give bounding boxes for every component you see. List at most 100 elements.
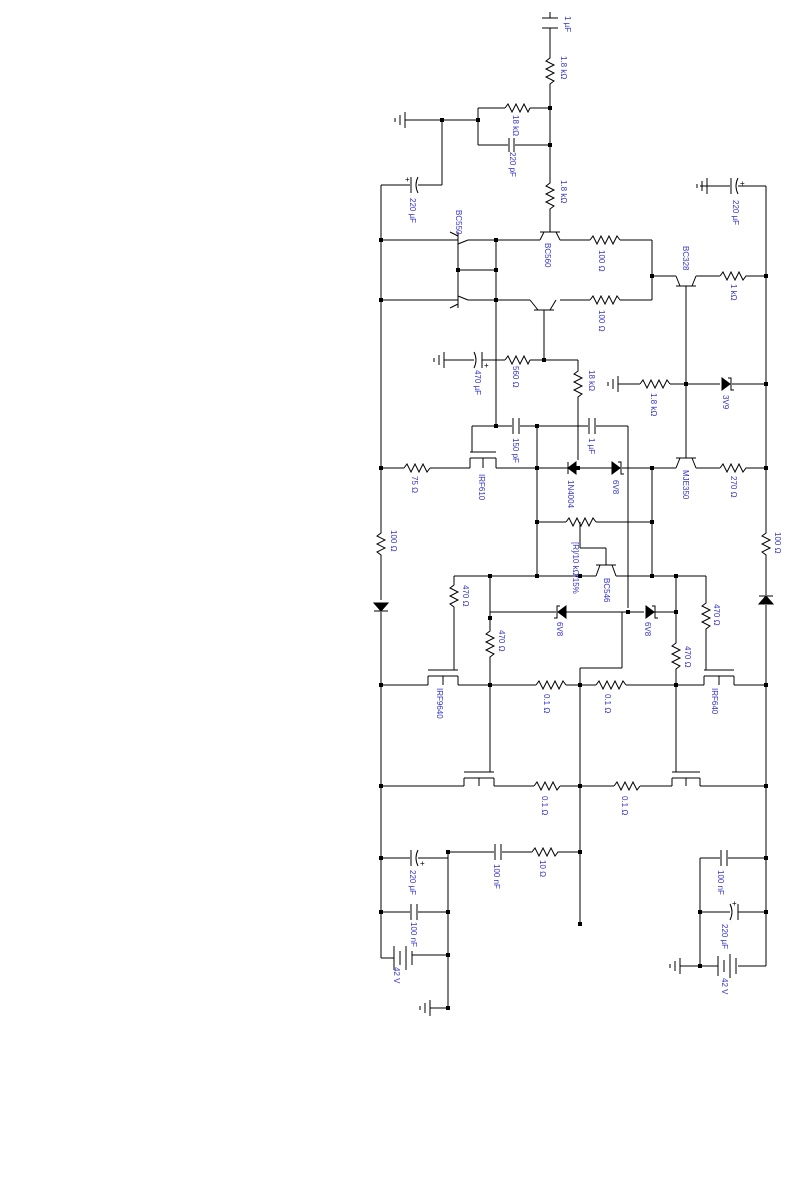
capacitor-c-100n-c [720,850,728,866]
label-c-in: 1 µF [563,16,572,32]
capacitor-c-150p [512,418,520,434]
svg-text:+: + [420,859,425,868]
resistor-470a [448,582,460,608]
label-r-in1: 1.8 kΩ [559,56,568,79]
zener-6v8a-icon [611,461,624,475]
zener-3v9-icon [721,377,734,391]
label-z-6v8b: 6V8 [555,622,564,637]
transistors [427,225,735,786]
label-r-1k8-b: 1.8 kΩ [649,393,658,416]
label-c-sup-top: 220 µF [408,198,417,223]
resistor-470c [700,600,712,630]
label-c-150p: 150 pF [511,438,520,463]
label-c-100n-a: 100 nF [492,864,501,889]
capacitor-c-fb [508,138,515,152]
capacitor-c-220-right: + [730,177,745,195]
bjt-bc328-icon [675,275,697,287]
potentiometer [565,516,597,528]
bjt-bc560-icon [539,225,561,241]
mosfet-irf610-icon [469,450,497,468]
mosfet-lower-right-icon [671,771,701,786]
resistor-75 [403,462,431,474]
label-r-470c: 470 Ω [712,604,721,626]
resistor-560 [504,354,531,366]
capacitor-c-1u-b [588,418,596,434]
label-c-220-right: 220 µF [731,200,740,225]
label-r-01c: 0.1 Ω [540,796,549,815]
label-r-75: 75 Ω [410,476,419,493]
capacitor-c-220-bl: + [410,849,425,868]
label-r-in2: 1.8 kΩ [559,180,568,203]
resistor-01a [535,679,567,691]
svg-text:+: + [484,361,489,370]
resistor-r-in2 [544,180,556,210]
label-r-10: 10 Ω [538,860,547,877]
label-r-01b: 0.1 Ω [603,694,612,713]
svg-text:+: + [405,175,410,184]
junctions [379,106,768,1010]
label-r-1k: 1 kΩ [729,284,738,301]
capacitor-c-100n-a [494,844,502,860]
label-c-fb: 220 pF [508,152,517,177]
resistor-01b [595,679,627,691]
label-q-irf640: IRF640 [710,688,719,715]
batteries [393,946,737,978]
label-c-220-bl: 220 µF [408,870,417,895]
zener-6v8c-icon [645,605,658,619]
diode-right-rail-icon [757,595,775,605]
resistor-01d [613,780,641,792]
bjt-bc550-upper-icon [448,231,469,250]
label-r-100a: 100 Ω [597,250,606,272]
label-c-470: 470 µF [473,370,482,395]
capacitor-c-220-br: + [729,899,739,921]
resistor-1k8-b [639,378,671,390]
ground-470u-icon [433,352,445,368]
label-q-irf9640: IRF9640 [435,688,444,719]
label-pot: [R]/10 kΩ/15% [571,542,580,594]
label-v-left: 42 V [392,967,401,984]
label-q-bc550: BC550 [454,210,463,235]
label-q-irf610: IRF610 [477,474,486,501]
label-v-right: 42 V [720,978,729,995]
label-q-mje350: MJE350 [681,470,690,500]
label-r-18k-b: 18 kΩ [587,370,596,391]
resistor-1k [719,270,748,282]
capacitors: + + + + [405,17,745,921]
resistor-01c [533,780,561,792]
capacitor-c-sup-top: + [405,175,419,194]
ground-bottom-left-icon [419,1000,431,1016]
resistor-r-in1 [544,55,556,85]
resistor-18k-b [572,368,584,398]
bjt-bc550-lower-icon [448,290,469,309]
capacitor-c-in [542,17,558,29]
diode-1n4004-icon [567,461,577,475]
label-r-01d: 0.1 Ω [620,796,629,815]
label-r-560: 560 Ω [511,366,520,388]
label-q-bc546: BC546 [602,578,611,603]
label-z-6v8c: 6V8 [643,622,652,637]
resistor-r-fb [504,102,531,114]
label-z-6v8a: 6V8 [611,480,620,495]
resistors [375,55,772,858]
mosfet-irf9640-icon [427,669,459,685]
bjt-mje350-icon [675,457,697,469]
label-r-470d: 470 Ω [683,646,692,668]
resistor-100-left [375,530,387,556]
label-r-01a: 0.1 Ω [542,694,551,713]
label-r-470b: 470 Ω [497,630,506,652]
capacitor-c-470: + [473,351,489,370]
resistor-100a [589,234,621,246]
diodes [372,377,775,619]
label-r-270: 270 Ω [729,476,738,498]
resistor-470d [670,640,682,670]
label-q-bc560: BC560 [543,243,552,268]
label-c-100n-c: 100 nF [716,870,725,895]
label-c-220-br: 220 µF [720,924,729,949]
battery-left-icon [393,946,413,970]
ground-bottom-right-icon [669,958,681,974]
label-d-1n4004: 1N4004 [566,480,575,509]
resistor-100-right [760,530,772,556]
resistor-470b [484,628,496,658]
mosfet-irf640-icon [703,669,735,685]
